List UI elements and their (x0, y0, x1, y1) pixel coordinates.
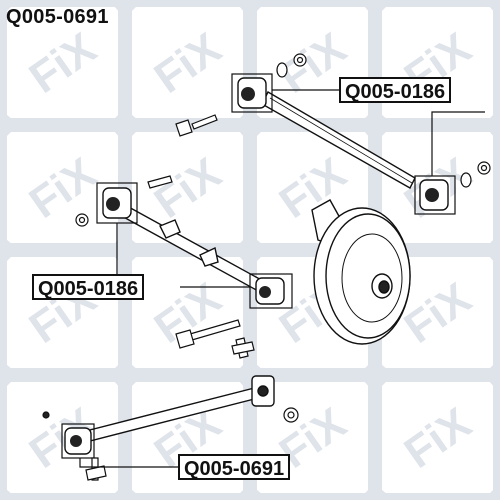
bolt-lower (175, 319, 241, 349)
bushing-box-bottom (61, 423, 95, 459)
part-label-middle: Q005-0186 (32, 274, 145, 300)
upper-arm (261, 91, 416, 189)
bolt-bottom (85, 457, 107, 481)
leader-lines (79, 89, 485, 468)
nuts-and-washers (42, 53, 491, 423)
page-title: Q005-0691 (6, 6, 109, 28)
bolt-upper (175, 114, 218, 137)
bushing-box-upper-right (414, 175, 456, 215)
bolt-small (231, 337, 255, 359)
hub-drum (311, 199, 411, 345)
bottom-arm (81, 375, 275, 443)
bolt-mid (147, 175, 173, 189)
bushing-box-mid-right (249, 273, 293, 309)
part-label-upper: Q005-0186 (339, 77, 452, 103)
part-label-bottom: Q005-0691 (178, 454, 291, 480)
bushing-box-upper-left (231, 73, 273, 113)
